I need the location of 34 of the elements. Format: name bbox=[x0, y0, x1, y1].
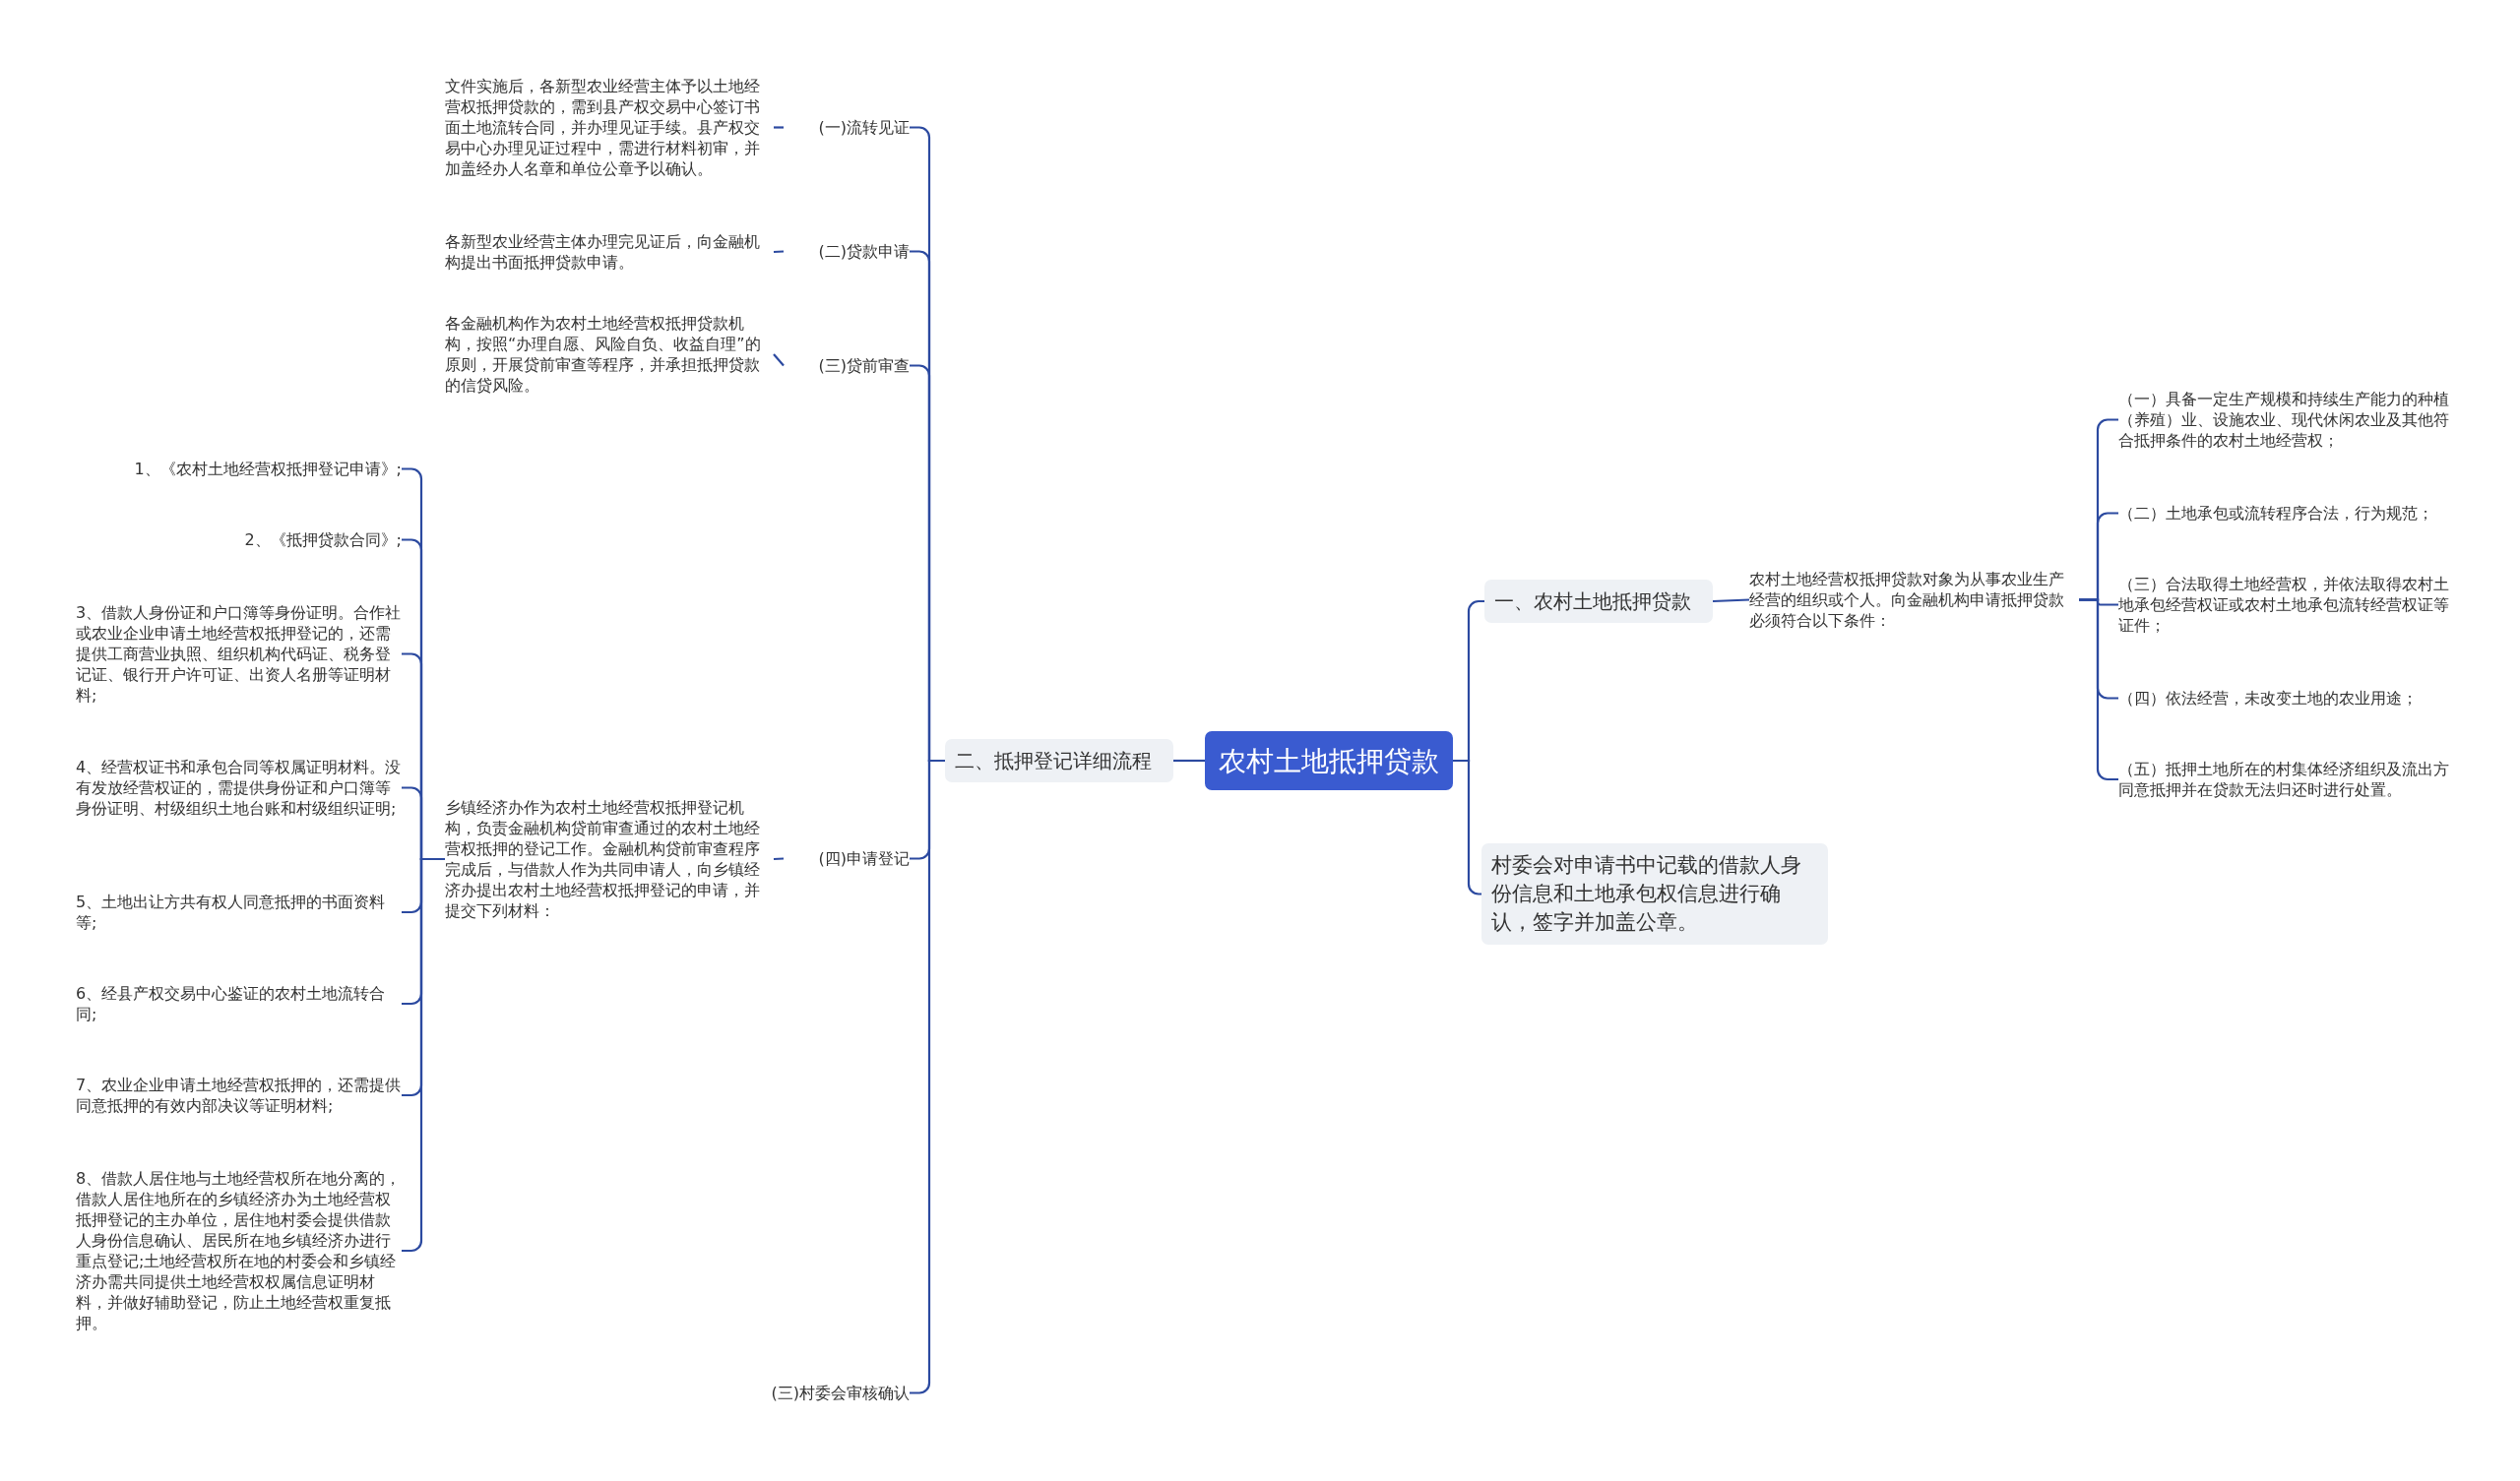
connector-line bbox=[773, 353, 785, 367]
subtopic-text: 8、借款人居住地与土地经营权所在地分离的，借款人居住地所在的乡镇经济办为土地经营权抵押登记的主办单位，居住地村委会提供借款人身份信息确认、居民所在地乡镇经济办进行重点登记;土地经营权所在地的村委会和乡镇经济办需共同提供土地经营权权属信息证明材料，并做好辅助登记，防止土地经营权重复抵押。 bbox=[76, 1168, 402, 1333]
connector-line bbox=[774, 126, 784, 129]
subtopic-text: （一）具备一定生产规模和持续生产能力的种植（养殖）业、设施农业、现代休闲农业及其他符合抵押条件的农村土地经营权； bbox=[2118, 389, 2461, 451]
subtopic-text: 乡镇经济办作为农村土地经营权抵押登记机构，负责金融机构贷前审查通过的农村土地经营权抵押的登记工作。金融机构贷前审查程序完成后，与借款人作为共同申请人，向乡镇经济办提出农村土地经营权抵押登记的申请，并提交下列材料： bbox=[445, 797, 774, 921]
subtopic-text: 各金融机构作为农村土地经营权抵押贷款机构，按照“办理自愿、风险自负、收益自理”的原则，开展贷前审查等程序，并承担抵押贷款的信贷风险。 bbox=[445, 313, 774, 396]
connector-line bbox=[773, 250, 785, 254]
subtopic-text: 2、《抵押贷款合同》; bbox=[59, 529, 402, 550]
subtopic-text: 1、《农村土地经营权抵押登记申请》; bbox=[59, 459, 402, 479]
subtopic-label: (二)贷款申请 bbox=[784, 241, 910, 262]
connector-line bbox=[1712, 598, 1750, 603]
connector-line bbox=[773, 857, 785, 861]
subtopic-text: 文件实施后，各新型农业经营主体予以土地经营权抵押贷款的，需到县产权交易中心签订书面土地流转合同，并办理见证手续。县产权交易中心办理见证过程中，需进行材料初审，并加盖经办人名章和单位公章予以确认。 bbox=[445, 76, 774, 179]
subtopic-text: 4、经营权证书和承包合同等权属证明材料。没有发放经营权证的，需提供身份证和户口簿等身份证明、村级组织土地台账和村级组织证明; bbox=[76, 757, 402, 819]
subtopic-text: 3、借款人身份证和户口簿等身份证明。合作社或农业企业申请土地经营权抵押登记的，还需提供工商营业执照、组织机构代码证、税务登记证、银行开户许可证、出资人名册等证明材料; bbox=[76, 602, 402, 706]
subtopic-label: (四)申请登记 bbox=[784, 848, 910, 869]
topic-box: 村委会对申请书中记载的借款人身份信息和土地承包权信息进行确认，签字并加盖公章。 bbox=[1481, 843, 1828, 945]
subtopic-text: 各新型农业经营主体办理完见证后，向金融机构提出书面抵押贷款申请。 bbox=[445, 231, 774, 273]
subtopic-text: （五）抵押土地所在的村集体经济组织及流出方同意抵押并在贷款无法归还时进行处置。 bbox=[2118, 759, 2461, 800]
connector-line bbox=[1173, 759, 1205, 763]
subtopic-text: 农村土地经营权抵押贷款对象为从事农业生产经营的组织或个人。向金融机构申请抵押贷款必须符合以下条件： bbox=[1749, 569, 2079, 631]
connector-line bbox=[1453, 759, 1481, 895]
central-topic: 农村土地抵押贷款 bbox=[1205, 731, 1453, 790]
subtopic-text: 5、土地出让方共有权人同意抵押的书面资料等; bbox=[76, 892, 402, 933]
topic-box: 二、抵押登记详细流程 bbox=[945, 739, 1173, 782]
subtopic-text: 6、经县产权交易中心鉴证的农村土地流转合同; bbox=[76, 983, 402, 1024]
subtopic-label: (一)流转见证 bbox=[784, 117, 910, 138]
subtopic-label: (三)贷前审查 bbox=[784, 355, 910, 376]
subtopic-text: 7、农业企业申请土地经营权抵押的，还需提供同意抵押的有效内部决议等证明材料; bbox=[76, 1075, 402, 1116]
subtopic-text: （四）依法经营，未改变土地的农业用途； bbox=[2118, 688, 2461, 709]
subtopic-text: （三）合法取得土地经营权，并依法取得农村土地承包经营权证或农村土地承包流转经营权证等证件； bbox=[2118, 574, 2461, 636]
subtopic-text: （二）土地承包或流转程序合法，行为规范； bbox=[2118, 503, 2461, 524]
subtopic-label: (三)村委会审核确认 bbox=[719, 1383, 910, 1403]
topic-box: 一、农村土地抵押贷款 bbox=[1484, 580, 1713, 623]
